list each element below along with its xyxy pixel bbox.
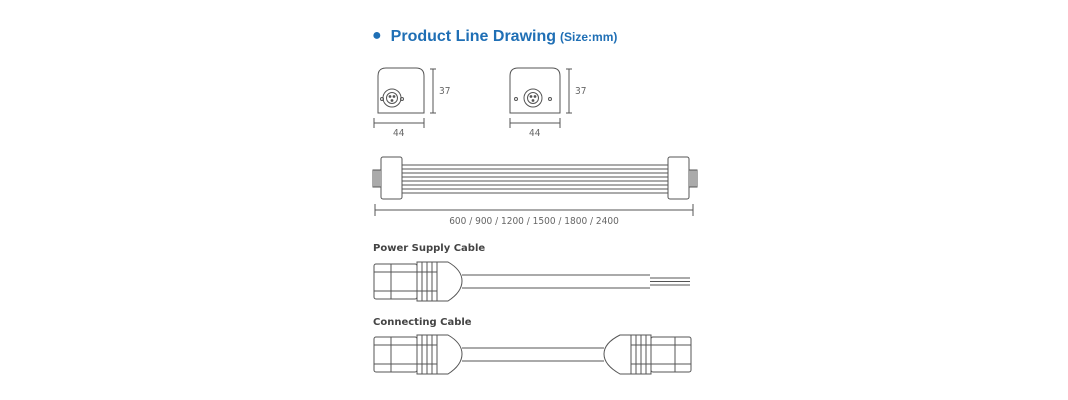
connector-inner (386, 92, 398, 104)
screw-hole-left (380, 97, 384, 101)
screw-hole-left (514, 97, 518, 101)
unit-label: (Size:mm) (560, 30, 618, 44)
right-connector-housing (650, 336, 692, 373)
lamp-side-view (372, 156, 698, 216)
width-dim-label-2: 44 (529, 128, 541, 139)
right-end-cap (667, 156, 690, 200)
left-cable-gland (437, 334, 463, 375)
screw-hole-right (400, 97, 404, 101)
connector-outer (523, 88, 543, 108)
section-header: ● Product Line Drawing (Size:mm) (372, 27, 618, 46)
end-cap-view-1 (373, 67, 436, 128)
connector-inner (527, 92, 539, 104)
width-dim-label-1: 44 (393, 128, 405, 139)
height-dim-label-2: 37 (575, 86, 586, 97)
height-dim-label-1: 37 (439, 86, 450, 97)
screw-hole-right (548, 97, 552, 101)
cable-gland (437, 261, 463, 302)
connector-outer (382, 88, 402, 108)
section-title: Product Line Drawing (390, 28, 557, 45)
connecting-cable (373, 334, 692, 375)
power-supply-cable (373, 261, 690, 302)
end-cap-outline (377, 67, 425, 114)
power-cable-label: Power Supply Cable (373, 243, 485, 254)
connector-housing (373, 263, 418, 300)
length-dim-label: 600 / 900 / 1200 / 1500 / 1800 / 2400 (449, 216, 619, 227)
end-cap-outline (509, 67, 561, 114)
right-cable-gland (603, 334, 631, 375)
left-end-cap (380, 156, 403, 200)
end-cap-view-2 (509, 67, 572, 128)
bullet-icon: ● (372, 27, 382, 44)
left-connector-housing (373, 336, 418, 373)
connecting-cable-label: Connecting Cable (373, 317, 472, 328)
